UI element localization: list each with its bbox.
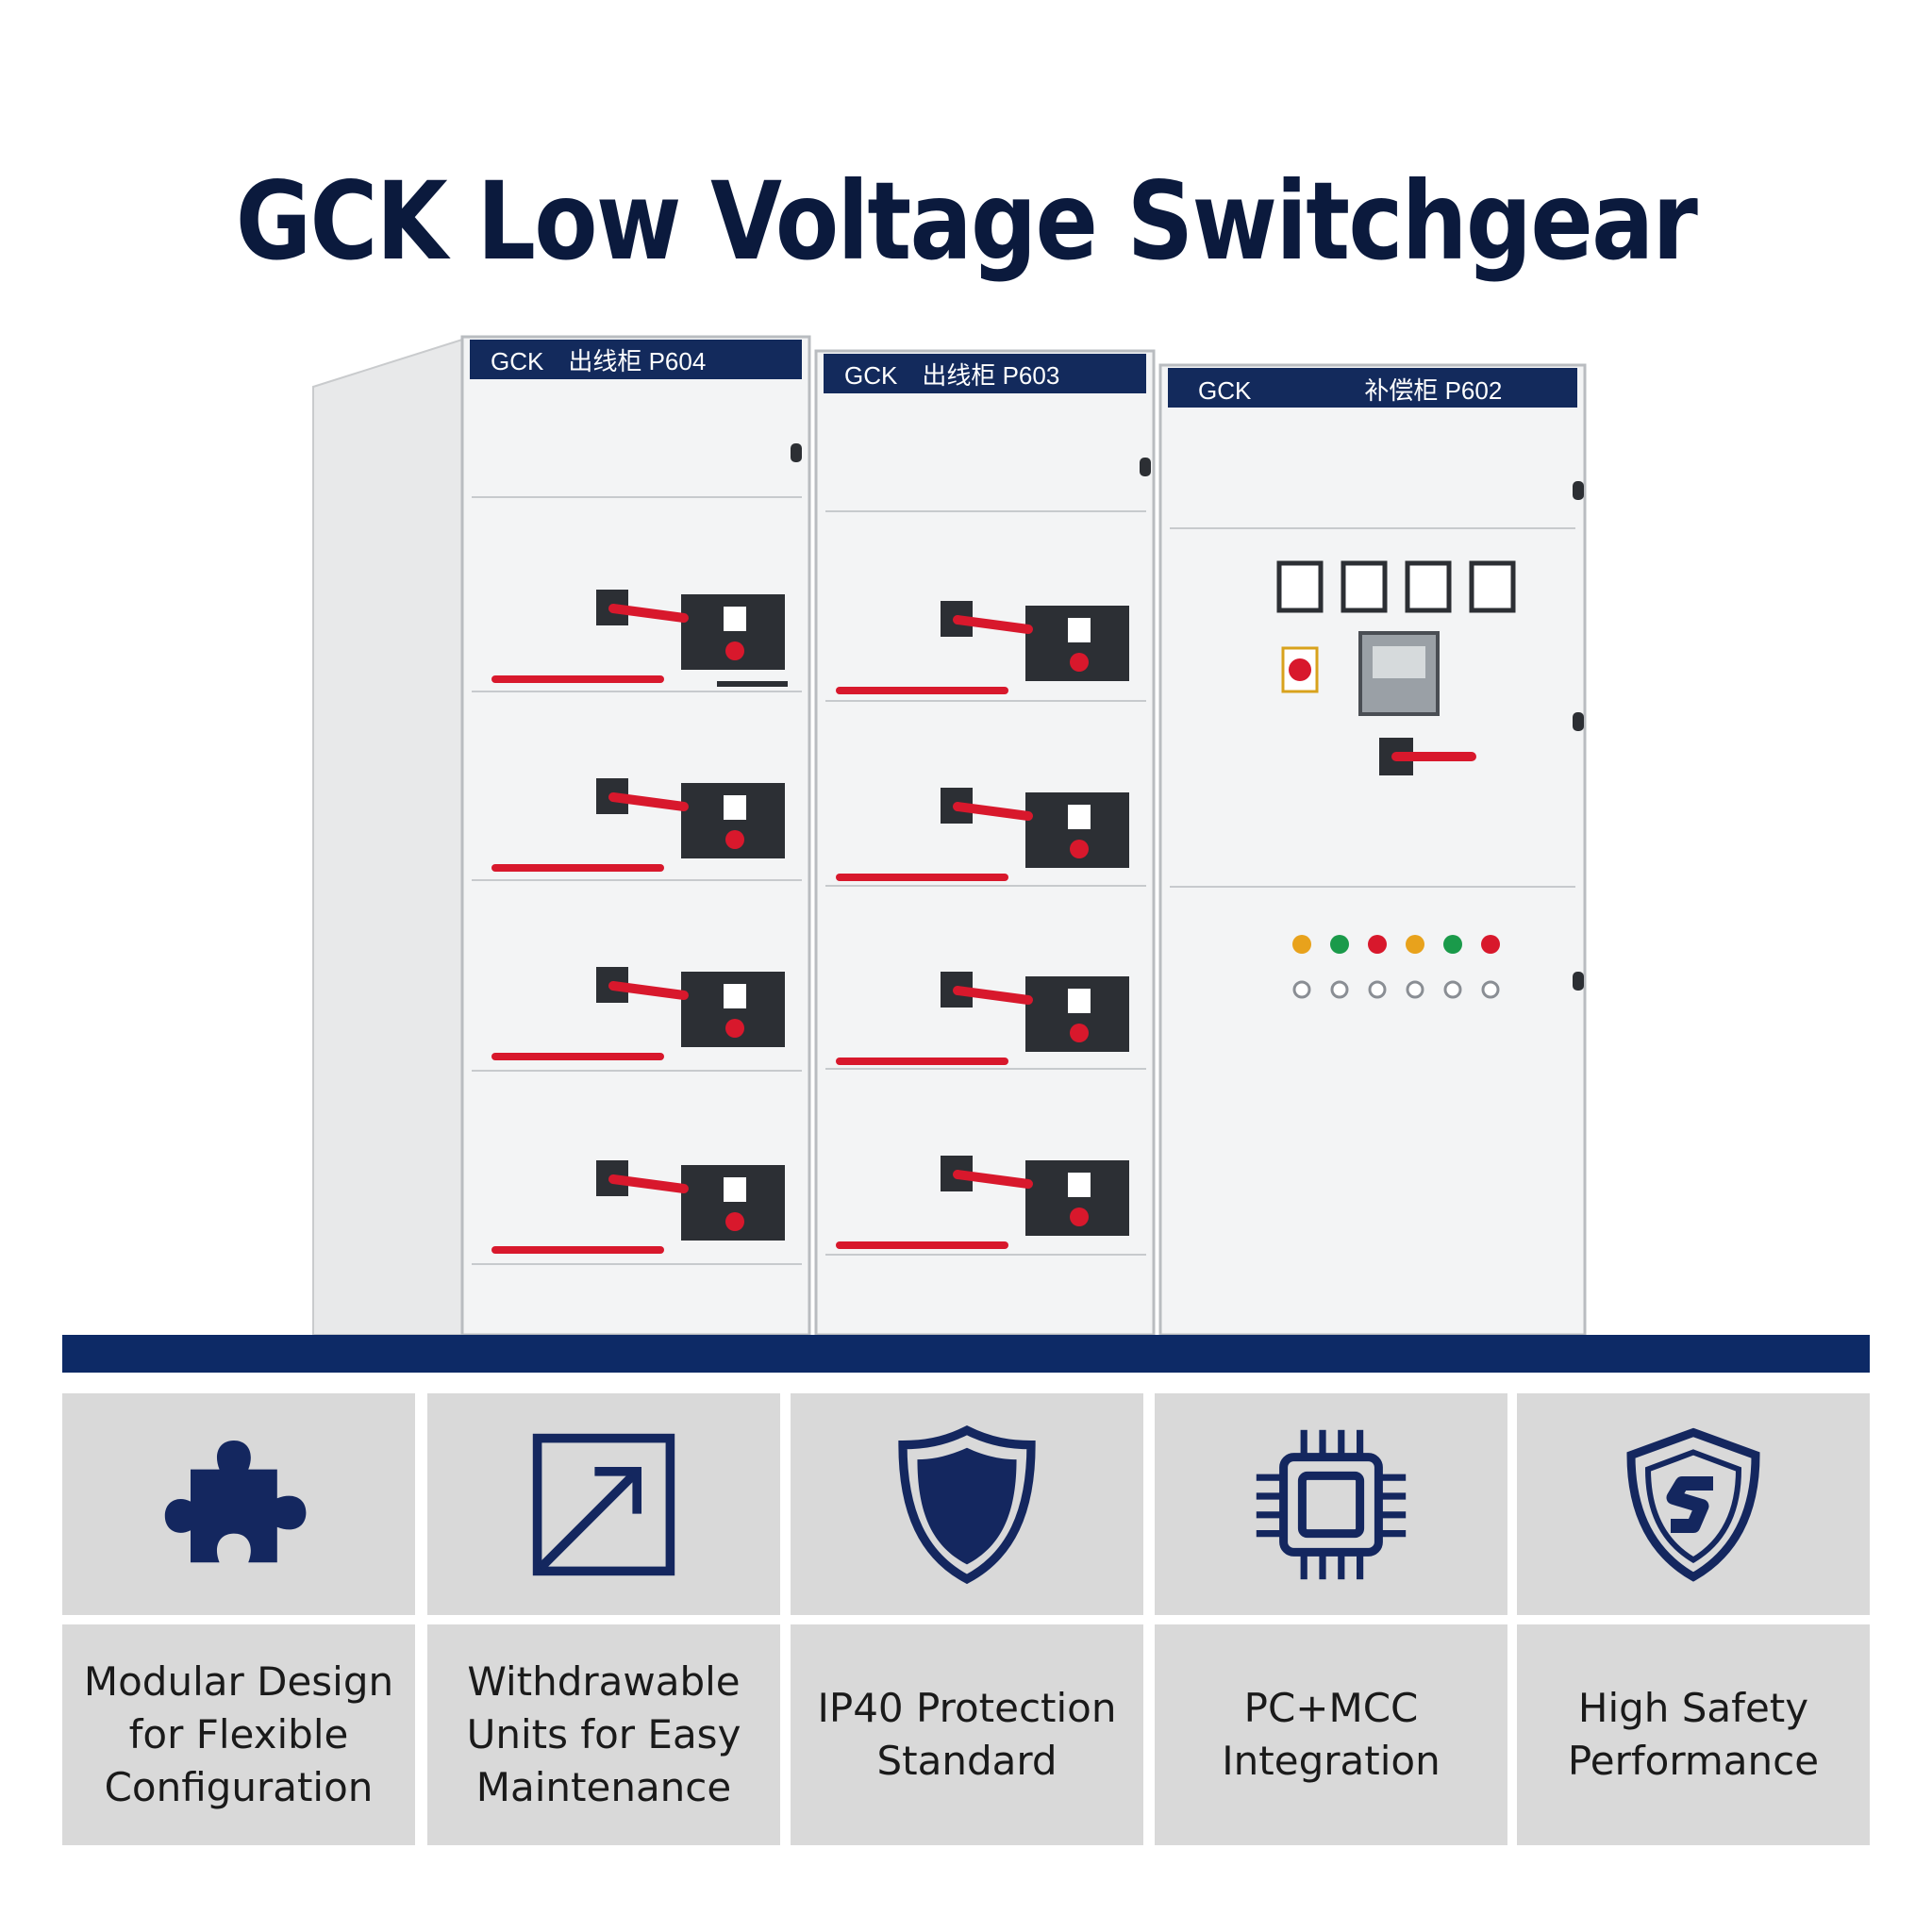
accent-band (62, 1335, 1870, 1373)
feature-icon-cell-3 (791, 1393, 1143, 1615)
meter-panel (1276, 560, 1516, 775)
shield-icon (898, 1424, 1036, 1584)
feature-icon-cell-5 (1517, 1393, 1870, 1615)
feature-icon-cell-1 (62, 1393, 415, 1615)
feature-label-1: Modular Design for Flexible Configuratio… (62, 1624, 415, 1845)
safety-shield-s-icon (1626, 1427, 1760, 1582)
feature-label-2: Withdrawable Units for Easy Maintenance (427, 1624, 780, 1845)
withdrawable-arrow-icon (532, 1433, 675, 1575)
feature-icon-cell-4 (1155, 1393, 1507, 1615)
drawer-units (491, 590, 1129, 1254)
feature-icon-cell-2 (427, 1393, 780, 1615)
puzzle-piece-icon (164, 1440, 307, 1562)
feature-label-5: High Safety Performance (1517, 1624, 1870, 1845)
feature-label-4: PC+MCC Integration (1155, 1624, 1507, 1845)
indicator-lights (1292, 935, 1500, 999)
feature-label-3: IP40 Protection Standard (791, 1624, 1143, 1845)
page-title: GCK Low Voltage Switchgear (235, 158, 1698, 284)
chip-icon (1256, 1429, 1407, 1579)
